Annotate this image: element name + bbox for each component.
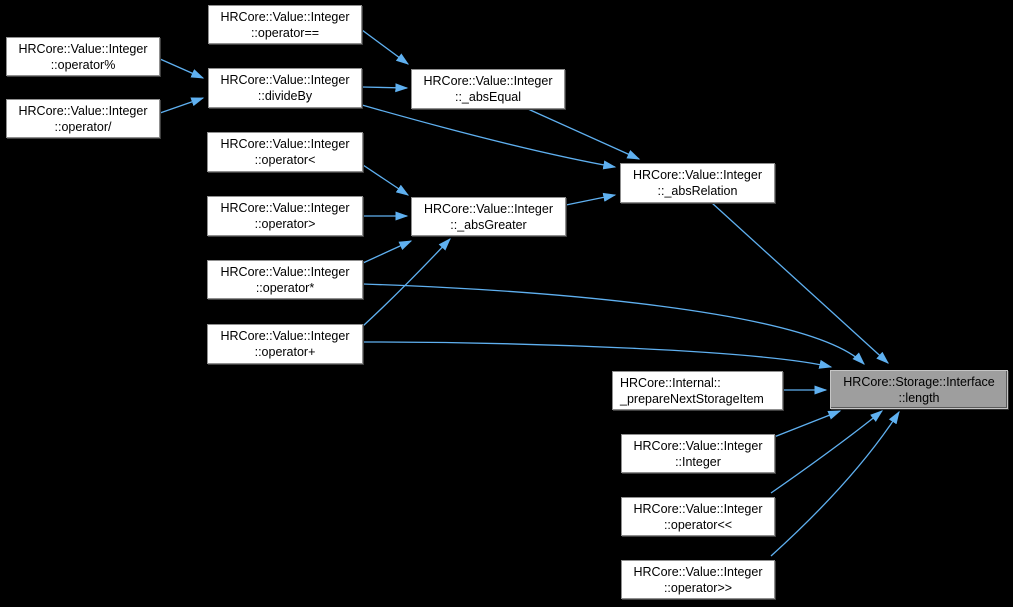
node-absGreater-line2: ::_absGreater (450, 218, 527, 232)
node-length-line1: HRCore::Storage::Interface (843, 375, 995, 389)
node-op-gt-line1: HRCore::Value::Integer (220, 201, 350, 215)
edge-op-lt-to-absGreater (362, 164, 410, 196)
node-absEqual-line2: ::_absEqual (454, 90, 522, 104)
edge-op-mul-to-length (362, 283, 865, 365)
node-op-div-line1: HRCore::Value::Integer (18, 104, 148, 118)
node-op-eq-line2: ::operator== (250, 26, 320, 40)
node-op-mul-line1: HRCore::Value::Integer (220, 265, 350, 279)
node-op-mod[interactable]: HRCore::Value::Integer::operator% (6, 37, 160, 76)
node-op-plus-line1: HRCore::Value::Integer (220, 329, 350, 343)
edge-group (159, 29, 900, 557)
node-divideBy-line1: HRCore::Value::Integer (220, 73, 350, 87)
node-op-div[interactable]: HRCore::Value::Integer::operator/ (6, 99, 160, 138)
edge-absGreater-to-absRelation (565, 192, 617, 206)
edge-op-plus-to-length (362, 341, 833, 369)
node-prepare-line2: _prepareNextStorageItem (620, 392, 764, 406)
edge-op-shl-to-length (770, 410, 884, 494)
node-ctor-line2: ::Integer (675, 455, 721, 469)
node-op-mod-line1: HRCore::Value::Integer (18, 42, 148, 56)
node-op-lt[interactable]: HRCore::Value::Integer::operator< (207, 132, 363, 172)
node-op-eq-line1: HRCore::Value::Integer (220, 10, 350, 24)
node-op-shr-line2: ::operator>> (663, 581, 733, 595)
node-op-eq[interactable]: HRCore::Value::Integer::operator== (208, 5, 362, 44)
edge-op-mul-to-absGreater (362, 240, 413, 264)
node-absEqual-line1: HRCore::Value::Integer (423, 74, 553, 88)
node-op-mul-line2: ::operator* (255, 281, 315, 295)
edge-absRelation-to-length (711, 202, 889, 364)
node-prepare-line1: HRCore::Internal:: (620, 376, 721, 390)
node-op-gt-line2: ::operator> (254, 217, 316, 231)
node-op-shl-line2: ::operator<< (663, 518, 733, 532)
edge-ctor-to-length (773, 410, 842, 438)
node-absRelation-line2: ::_absRelation (657, 184, 738, 198)
node-op-plus-line2: ::operator+ (254, 345, 316, 359)
node-op-div-line2: ::operator/ (54, 120, 112, 134)
node-op-mul[interactable]: HRCore::Value::Integer::operator* (207, 260, 363, 299)
edge-divideBy-to-absEqual (361, 83, 409, 93)
node-op-shl[interactable]: HRCore::Value::Integer::operator<< (621, 497, 775, 536)
node-op-gt[interactable]: HRCore::Value::Integer::operator> (207, 196, 363, 236)
edge-divideBy-to-absRelation (361, 104, 617, 170)
node-absRelation-line1: HRCore::Value::Integer (633, 168, 762, 182)
node-divideBy-line2: ::divideBy (257, 89, 313, 103)
node-length-line2: ::length (898, 391, 940, 405)
node-op-shl-line1: HRCore::Value::Integer (633, 502, 763, 516)
node-ctor-line1: HRCore::Value::Integer (633, 439, 763, 453)
node-op-plus[interactable]: HRCore::Value::Integer::operator+ (207, 324, 363, 364)
node-op-shr-line1: HRCore::Value::Integer (633, 565, 763, 579)
node-ctor[interactable]: HRCore::Value::Integer::Integer (621, 434, 775, 473)
edge-op-mod-to-divideBy (159, 58, 205, 79)
edge-op-plus-to-absGreater (362, 238, 451, 327)
node-length[interactable]: HRCore::Storage::Interface::length (830, 370, 1008, 409)
edge-op-div-to-divideBy (159, 97, 205, 114)
edge-op-eq-to-absEqual (361, 29, 410, 65)
node-op-mod-line2: ::operator% (50, 58, 116, 72)
node-absRelation[interactable]: HRCore::Value::Integer::_absRelation (620, 163, 775, 203)
node-op-shr[interactable]: HRCore::Value::Integer::operator>> (621, 560, 775, 599)
edge-absEqual-to-absRelation (527, 108, 641, 160)
node-absGreater[interactable]: HRCore::Value::Integer::_absGreater (411, 197, 566, 236)
node-absEqual[interactable]: HRCore::Value::Integer::_absEqual (411, 69, 565, 109)
node-op-lt-line1: HRCore::Value::Integer (220, 137, 350, 151)
node-prepare[interactable]: HRCore::Internal::_prepareNextStorageIte… (612, 371, 783, 410)
node-absGreater-line1: HRCore::Value::Integer (424, 202, 553, 216)
edge-op-shr-to-length (770, 410, 900, 557)
node-divideBy[interactable]: HRCore::Value::Integer::divideBy (208, 68, 362, 108)
node-op-lt-line2: ::operator< (254, 153, 316, 167)
